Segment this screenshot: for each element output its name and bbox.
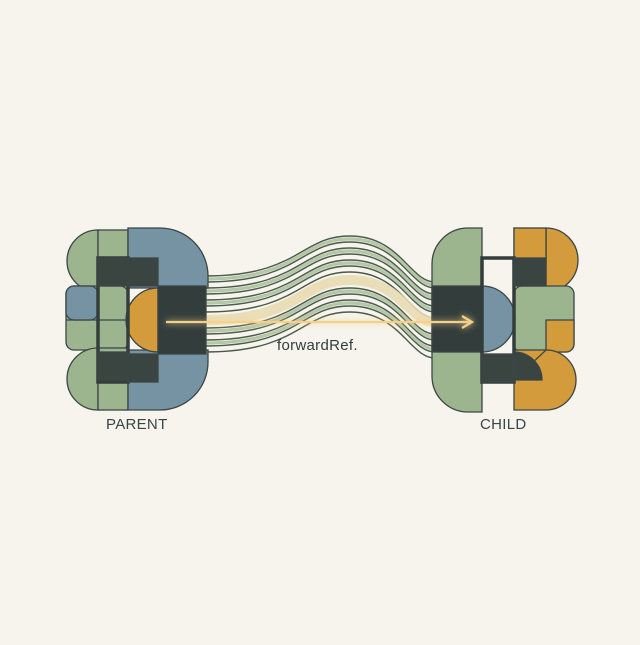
connector-fill: [204, 237, 436, 351]
child-label: CHILD: [480, 416, 527, 433]
connector-bundle: [204, 235, 436, 359]
child-component-icon: [431, 227, 579, 413]
parent-component-icon: [65, 227, 209, 411]
ref-channel: [204, 274, 436, 327]
parent-label: PARENT: [106, 416, 168, 433]
ref-arrow-icon: [166, 315, 475, 329]
forwardref-label: forwardRef.: [277, 337, 358, 354]
